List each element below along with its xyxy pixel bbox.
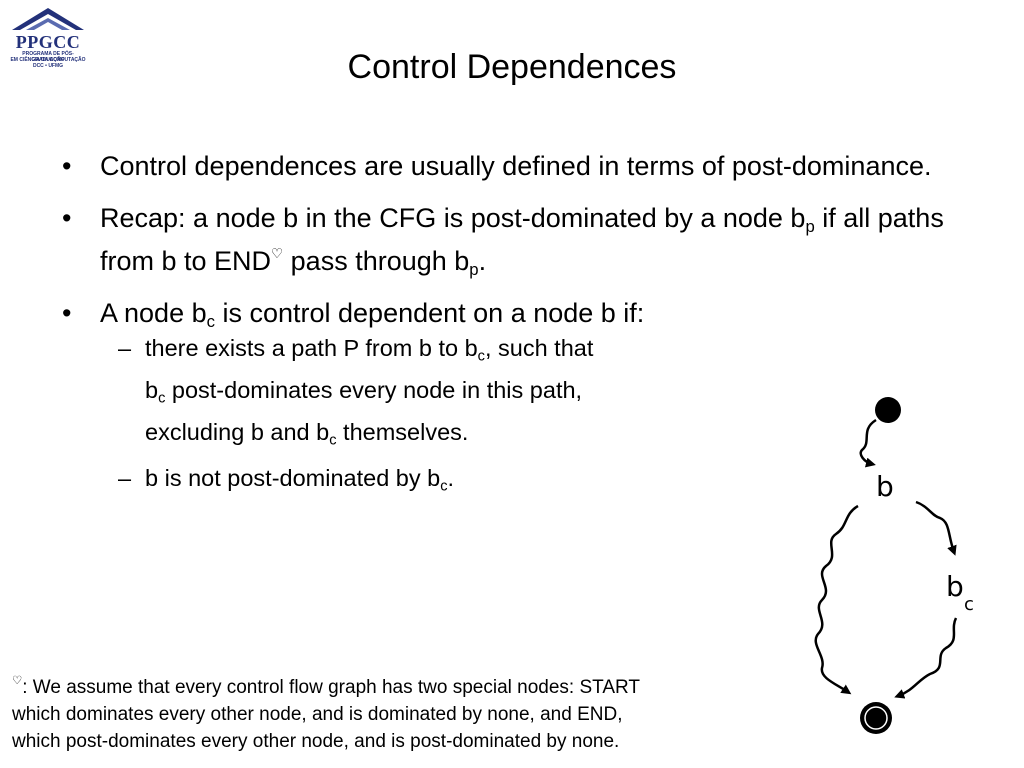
node-bc-subscript: c: [964, 594, 974, 615]
subscript-c: c: [440, 478, 448, 495]
bullet-1-text: Control dependences are usually defined …: [100, 151, 932, 181]
footnote-line-2: which dominates every other node, and is…: [12, 704, 623, 725]
subscript-c: c: [477, 348, 485, 365]
footnote-line-3: which post-dominates every other node, a…: [12, 731, 620, 752]
sub-bullet-1-text-3: b: [145, 377, 159, 403]
bullet-3: • A node bc is control dependent on a no…: [62, 292, 952, 335]
logo-line-2: EM CIÊNCIA DA COMPUTAÇÃO: [10, 57, 86, 63]
sub-bullet-1-text-1: there exists a path P from b to b: [145, 335, 478, 361]
logo-roof-icon: [12, 8, 84, 30]
end-node-ring: [864, 706, 888, 730]
subscript-c: c: [158, 390, 166, 407]
sub-bullet-2-text-1: b is not post-dominated by b: [145, 465, 441, 491]
subscript-c: c: [329, 432, 337, 449]
bullet-2: • Recap: a node b in the CFG is post-dom…: [62, 197, 952, 283]
ppgcc-logo: PPGCC PROGRAMA DE PÓS-GRADUAÇÃO EM CIÊNC…: [6, 4, 90, 69]
subscript-p: p: [805, 217, 815, 237]
control-flow-diagram: b b c: [814, 397, 974, 734]
footnote-line-1: : We assume that every control flow grap…: [22, 677, 641, 698]
node-b-label: b: [876, 470, 894, 503]
heart-footnote-mark: ♡: [271, 245, 284, 261]
bullet-list: • Control dependences are usually define…: [62, 145, 952, 503]
footnote: ♡: We assume that every control flow gra…: [12, 674, 792, 755]
edge-b-to-bc: [915, 500, 957, 556]
sub-bullet-dash-icon: –: [118, 465, 132, 491]
sub-bullet-2: – b is not post-dominated by bc.: [118, 457, 765, 499]
sub-bullet-1: – there exists a path P from b to bc, su…: [118, 327, 765, 453]
edge-b-to-end: [814, 504, 859, 695]
bullet-3-text-2: is control dependent on a node b if:: [214, 298, 645, 328]
logo-name: PPGCC: [15, 32, 81, 52]
node-bc-label: b: [946, 570, 964, 603]
sub-bullet-1-text-6: themselves.: [336, 419, 469, 445]
sub-bullet-dash-icon: –: [118, 335, 132, 361]
logo-line-1: PROGRAMA DE PÓS-GRADUAÇÃO: [22, 51, 74, 63]
sub-bullet-2-text-2: .: [447, 465, 455, 491]
bullet-2-text-3: pass through b: [283, 246, 470, 276]
edge-bc-to-end: [894, 617, 958, 699]
slide-title: Control Dependences: [347, 48, 677, 86]
bullet-1: • Control dependences are usually define…: [62, 145, 952, 188]
bullet-dot-icon: •: [62, 298, 72, 328]
bullet-dot-icon: •: [62, 151, 72, 181]
subscript-c: c: [206, 312, 215, 332]
bullet-2-text-1: Recap: a node b in the CFG is post-domin…: [100, 203, 806, 233]
bullet-2-text-4: .: [478, 246, 487, 276]
bullet-2-text-2: if all paths from b to END: [100, 203, 944, 276]
sub-bullet-1-text-4: post-dominates every node in this path,: [165, 377, 583, 403]
sub-bullet-1-text-5: excluding b and b: [145, 419, 330, 445]
bullet-3-text-1: A node b: [100, 298, 207, 328]
logo-line-3: DCC • UFMG: [32, 63, 64, 69]
edge-start-to-b: [859, 418, 877, 468]
bullet-dot-icon: •: [62, 203, 72, 233]
start-node: [875, 397, 901, 423]
subscript-p: p: [469, 260, 479, 280]
sub-bullet-1-text-2: , such that: [484, 335, 594, 361]
heart-footnote-mark: ♡: [12, 674, 23, 687]
